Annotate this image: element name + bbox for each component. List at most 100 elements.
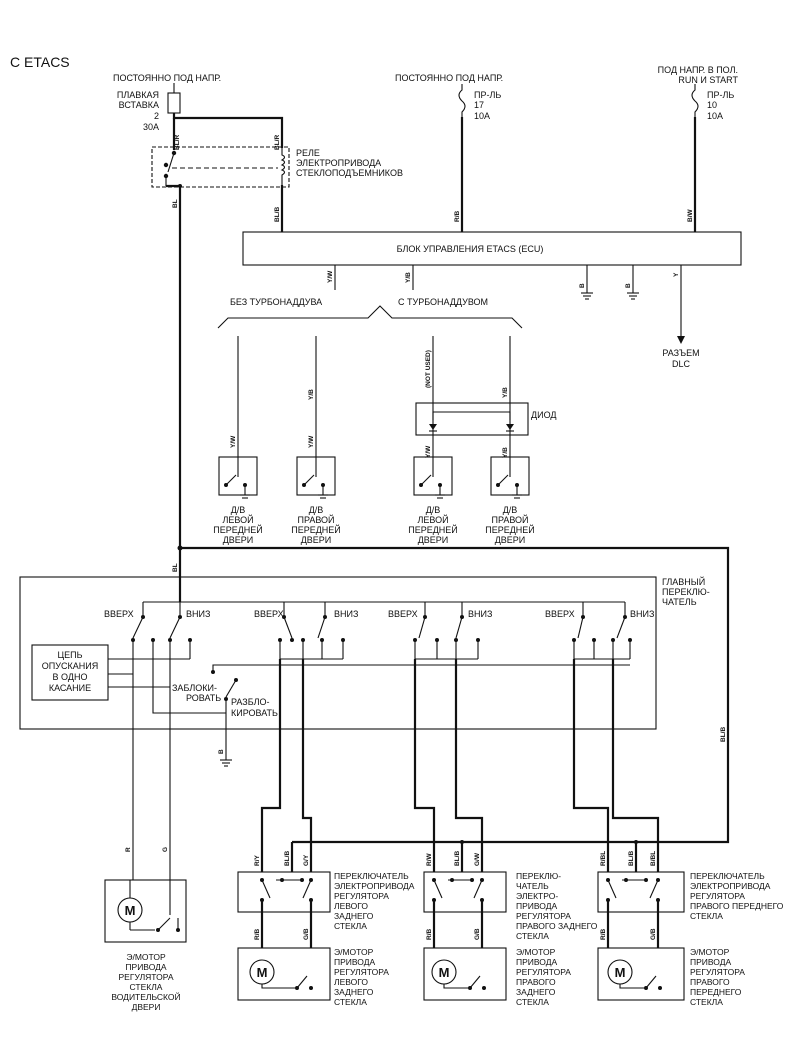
svg-text:ЛЕВОГО: ЛЕВОГО xyxy=(334,901,368,911)
wire-code-rs3-b: BL/B xyxy=(628,851,635,866)
right-front-window-motor: M xyxy=(597,947,685,1001)
wire-code-rm3-b: G/B xyxy=(650,928,657,940)
svg-text:СТЕКЛА: СТЕКЛА xyxy=(690,997,723,1007)
svg-text:СТЕКЛА: СТЕКЛА xyxy=(334,997,367,1007)
door-switch-label-2: Д/В ПРАВОЙ ПЕРЕДНЕЙ ДВЕРИ xyxy=(291,505,341,545)
svg-text:СТЕКЛА: СТЕКЛА xyxy=(516,931,549,941)
wire-code-r-driver: R xyxy=(125,847,132,852)
door-switch-label-3: Д/В ЛЕВОЙ ПЕРЕДНЕЙ ДВЕРИ xyxy=(408,505,458,545)
svg-text:ЭЛЕКТРОПРИВОДА: ЭЛЕКТРОПРИВОДА xyxy=(690,881,771,891)
fuse-source-left: ПОСТОЯННО ПОД НАПР. ПЛАВКАЯ ВСТАВКА 2 30… xyxy=(113,73,221,132)
down-label-1: ВНИЗ xyxy=(186,609,210,619)
svg-text:ВОДИТЕЛЬСКОЙ: ВОДИТЕЛЬСКОЙ xyxy=(111,991,180,1002)
wire-code-rm1-b: G/B xyxy=(303,928,310,940)
svg-text:ПЕРЕДНЕЙ: ПЕРЕДНЕЙ xyxy=(213,524,263,535)
right-rear-window-motor: M xyxy=(423,947,507,1001)
svg-text:ЭЛЕКТРО-: ЭЛЕКТРО- xyxy=(516,891,558,901)
svg-text:ПЕРЕДНЕЙ: ПЕРЕДНЕЙ xyxy=(485,524,535,535)
main-switch-label-3: ЧАТЕЛЬ xyxy=(662,597,697,607)
fuse-10-icon xyxy=(691,84,699,117)
driver-window-motor: M xyxy=(104,879,187,943)
window-switch-label-2: ПЕРЕКЛЮ- ЧАТЕЛЬ ЭЛЕКТРО- ПРИВОДА РЕГУЛЯТ… xyxy=(516,871,598,941)
svg-text:ДВЕРИ: ДВЕРИ xyxy=(418,535,449,545)
dlc-label-2: DLC xyxy=(672,359,691,369)
dlc-label-1: РАЗЪЕМ xyxy=(662,348,699,358)
fuse-17-icon xyxy=(458,84,466,117)
wire-code-yw-ecu: Y/W xyxy=(327,270,334,283)
turbo-bracket xyxy=(217,305,523,329)
svg-text:ПРИВОДА: ПРИВОДА xyxy=(334,957,375,967)
wire-code-rb: R/B xyxy=(454,211,461,223)
wire-code-rs1-b: BL/B xyxy=(284,851,291,866)
svg-text:Д/В: Д/В xyxy=(231,505,246,515)
source-right-line5: 10A xyxy=(707,111,723,121)
unlock-label-1: РАЗБЛО- xyxy=(231,697,270,707)
svg-text:СТЕКЛА: СТЕКЛА xyxy=(334,921,367,931)
wire-code-rm3-a: R/B xyxy=(600,929,607,941)
svg-text:ПРИВОДА: ПРИВОДА xyxy=(516,957,557,967)
door-switch-label-4: Д/В ПРАВОЙ ПЕРЕДНЕЙ ДВЕРИ xyxy=(485,505,535,545)
wire-code-yw-1: Y/W xyxy=(230,435,237,448)
svg-text:РЕГУЛЯТОРА: РЕГУЛЯТОРА xyxy=(334,967,389,977)
svg-text:ПЕРЕДНЕГО: ПЕРЕДНЕГО xyxy=(690,987,742,997)
wire-code-bl: BL xyxy=(172,199,179,208)
wire-code-yw-3: Y/W xyxy=(425,445,432,458)
source-left-line3: ВСТАВКА xyxy=(119,100,159,110)
source-left-line1: ПОСТОЯННО ПОД НАПР. xyxy=(113,73,221,83)
svg-text:РЕГУЛЯТОРА: РЕГУЛЯТОРА xyxy=(690,891,745,901)
wire-code-rs2-a: R/W xyxy=(426,853,433,867)
relay-label-2: ЭЛЕКТРОПРИВОДА xyxy=(296,158,381,168)
svg-text:РЕГУЛЯТОРА: РЕГУЛЯТОРА xyxy=(516,967,571,977)
one-touch-label-4: КАСАНИЕ xyxy=(49,683,91,693)
door-switch-3 xyxy=(413,456,453,499)
fuse-source-right: ПОД НАПР. В ПОЛ. RUN И START ПР-ЛЬ 10 10… xyxy=(658,65,739,121)
svg-text:Д/В: Д/В xyxy=(309,505,324,515)
svg-text:M: M xyxy=(615,965,626,980)
up-label-1: ВВЕРХ xyxy=(104,609,134,619)
wire-code-rs1-a: R/Y xyxy=(254,855,261,867)
diode-icon xyxy=(506,424,514,430)
svg-text:Д/В: Д/В xyxy=(426,505,441,515)
wire-code-yb-3: Y/B xyxy=(502,447,509,458)
svg-text:ЭЛЕКТРОПРИВОДА: ЭЛЕКТРОПРИВОДА xyxy=(334,881,415,891)
door-switch-4 xyxy=(490,456,530,499)
main-switch: ГЛАВНЫЙ ПЕРЕКЛЮ- ЧАТЕЛЬ ВВЕРХ ВНИЗ ЦЕПЬ … xyxy=(19,576,710,880)
svg-text:ЛЕВОЙ: ЛЕВОЙ xyxy=(222,514,253,525)
svg-text:M: M xyxy=(257,965,268,980)
door-switch-2 xyxy=(296,456,336,499)
power-window-relay: РЕЛЕ ЭЛЕКТРОПРИВОДА СТЕКЛОПОДЪЕМНИКОВ xyxy=(151,146,403,188)
svg-text:ПРАВОГО ПЕРЕДНЕГО: ПРАВОГО ПЕРЕДНЕГО xyxy=(690,901,784,911)
motor-label-4: Э/МОТОР ПРИВОДА РЕГУЛЯТОРА ПРАВОГО ПЕРЕД… xyxy=(690,947,745,1007)
diagram-title: С ETACS xyxy=(10,54,70,70)
diode-label: ДИОД xyxy=(531,410,556,420)
wire-code-rs2-c: G/W xyxy=(474,852,481,866)
svg-text:ПРАВОЙ: ПРАВОЙ xyxy=(297,514,334,525)
wire-code-blb-side: BL/B xyxy=(720,727,727,742)
wire-code-yb-ecu: Y/B xyxy=(405,272,412,283)
svg-text:Э/МОТОР: Э/МОТОР xyxy=(334,947,374,957)
svg-text:Д/В: Д/В xyxy=(503,505,518,515)
ground-icon xyxy=(581,292,593,300)
source-right-line2: RUN И START xyxy=(678,75,738,85)
wire-code-rs1-c: G/Y xyxy=(303,854,310,866)
wire-code-b-lock: B xyxy=(218,749,225,754)
svg-text:ПРАВОГО: ПРАВОГО xyxy=(690,977,730,987)
wire-code-bl-2: BL xyxy=(172,563,179,572)
wire-code-rs3-c: B/BL xyxy=(650,851,657,866)
etacs-ecu-box xyxy=(242,231,742,266)
wire-code-yw-2: Y/W xyxy=(308,435,315,448)
one-touch-label-2: ОПУСКАНИЯ xyxy=(42,661,98,671)
wire-code-rm1-a: R/B xyxy=(254,929,261,941)
wire-code-b-ecu-1: B xyxy=(579,283,586,288)
source-mid-line4: 10A xyxy=(474,111,490,121)
wire-code-yb-1: Y/B xyxy=(308,389,315,400)
svg-text:ДВЕРИ: ДВЕРИ xyxy=(301,535,332,545)
connector-arrow-icon xyxy=(677,336,685,344)
svg-text:ПРАВОГО: ПРАВОГО xyxy=(516,977,556,987)
svg-text:ПРИВОДА: ПРИВОДА xyxy=(125,962,166,972)
lock-label-2: РОВАТЬ xyxy=(186,693,221,703)
one-touch-label-3: В ОДНО xyxy=(53,672,88,682)
source-mid-line1: ПОСТОЯННО ПОД НАПР. xyxy=(395,73,503,83)
motor-symbol: M xyxy=(125,903,136,918)
